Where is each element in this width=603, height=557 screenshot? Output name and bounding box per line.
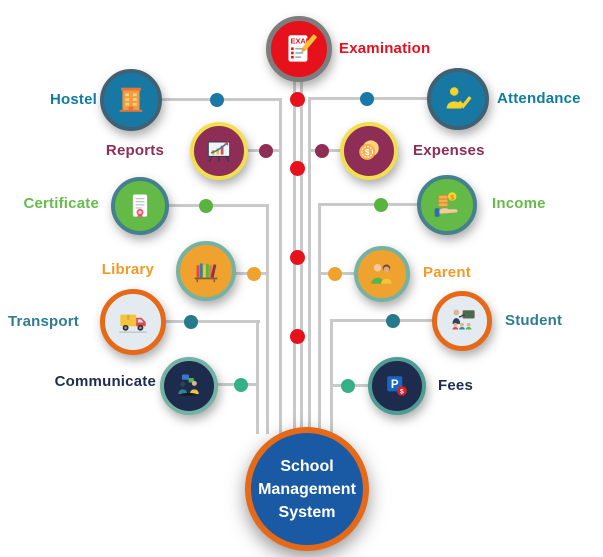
connector-dot <box>315 144 329 158</box>
fees-label: Fees <box>438 377 473 394</box>
library-books-icon <box>189 254 223 288</box>
student-node <box>432 291 492 351</box>
expenses-coin-icon: $ <box>353 135 385 167</box>
income-coins-hand-icon: $ <box>430 188 464 222</box>
student-label: Student <box>505 312 563 329</box>
certificate-node <box>111 177 169 235</box>
svg-text:$: $ <box>450 194 454 201</box>
connector-dot <box>234 378 248 392</box>
examination-node: EXAM <box>266 16 332 82</box>
communicate-node <box>160 357 218 415</box>
connector-line <box>167 204 269 207</box>
svg-text:$: $ <box>400 389 404 396</box>
expenses-node: $ <box>340 122 398 180</box>
attendance-label: Attendance <box>497 90 581 107</box>
parent-people-icon <box>366 258 398 290</box>
fees-node: P $ <box>368 357 426 415</box>
connector-dot <box>290 329 305 344</box>
connector-dot <box>290 161 305 176</box>
center-title-line: School <box>280 457 334 475</box>
parent-node <box>354 246 410 302</box>
center-title-line: System <box>278 503 336 521</box>
connector-dot <box>328 267 342 281</box>
connector-dot <box>247 267 261 281</box>
connector-line <box>318 203 321 434</box>
attendance-node <box>427 68 489 130</box>
library-label: Library <box>101 261 154 278</box>
examination-label: Examination <box>339 40 431 57</box>
connector-line <box>308 97 311 434</box>
income-node: $ <box>417 175 477 235</box>
communicate-discussion-icon <box>173 370 205 402</box>
connector-dot <box>210 93 224 107</box>
connector-line <box>330 319 333 434</box>
connector-line <box>330 319 434 322</box>
connector-line <box>318 203 419 206</box>
parent-label: Parent <box>423 264 471 281</box>
certificate-icon <box>124 190 156 222</box>
connector-dot <box>341 379 355 393</box>
reports-chart-icon <box>203 135 235 167</box>
svg-text:P: P <box>391 379 399 391</box>
connector-line <box>256 320 259 434</box>
connector-line <box>279 98 282 434</box>
connector-dot <box>374 198 388 212</box>
connector-dot <box>199 199 213 213</box>
reports-label: Reports <box>105 142 164 159</box>
fees-payment-icon: P $ <box>381 370 413 402</box>
hostel-building-icon <box>114 83 148 117</box>
student-classroom-icon <box>445 304 479 338</box>
connector-dot <box>259 144 273 158</box>
svg-text:EXAM: EXAM <box>291 37 312 46</box>
connector-dot <box>184 315 198 329</box>
connector-dot <box>290 92 305 107</box>
svg-text:$: $ <box>365 148 370 157</box>
reports-node <box>190 122 248 180</box>
hostel-label: Hostel <box>49 91 97 108</box>
connector-line <box>266 204 269 434</box>
connector-dot <box>290 250 305 265</box>
center-node: School Management System <box>245 427 369 551</box>
exam-paper-icon: EXAM <box>280 30 318 68</box>
transport-truck-icon <box>114 303 152 341</box>
attendance-person-check-icon <box>441 82 475 116</box>
connector-line <box>164 320 260 323</box>
connector-dot <box>386 314 400 328</box>
transport-label: Transport <box>8 313 79 330</box>
income-label: Income <box>492 195 546 212</box>
hostel-node <box>100 69 162 131</box>
expenses-label: Expenses <box>413 142 485 159</box>
connector-dot <box>360 92 374 106</box>
center-title-line: Management <box>258 480 356 498</box>
library-node <box>176 241 236 301</box>
communicate-label: Communicate <box>54 373 156 390</box>
certificate-label: Certificate <box>23 195 99 212</box>
transport-node <box>100 289 166 355</box>
